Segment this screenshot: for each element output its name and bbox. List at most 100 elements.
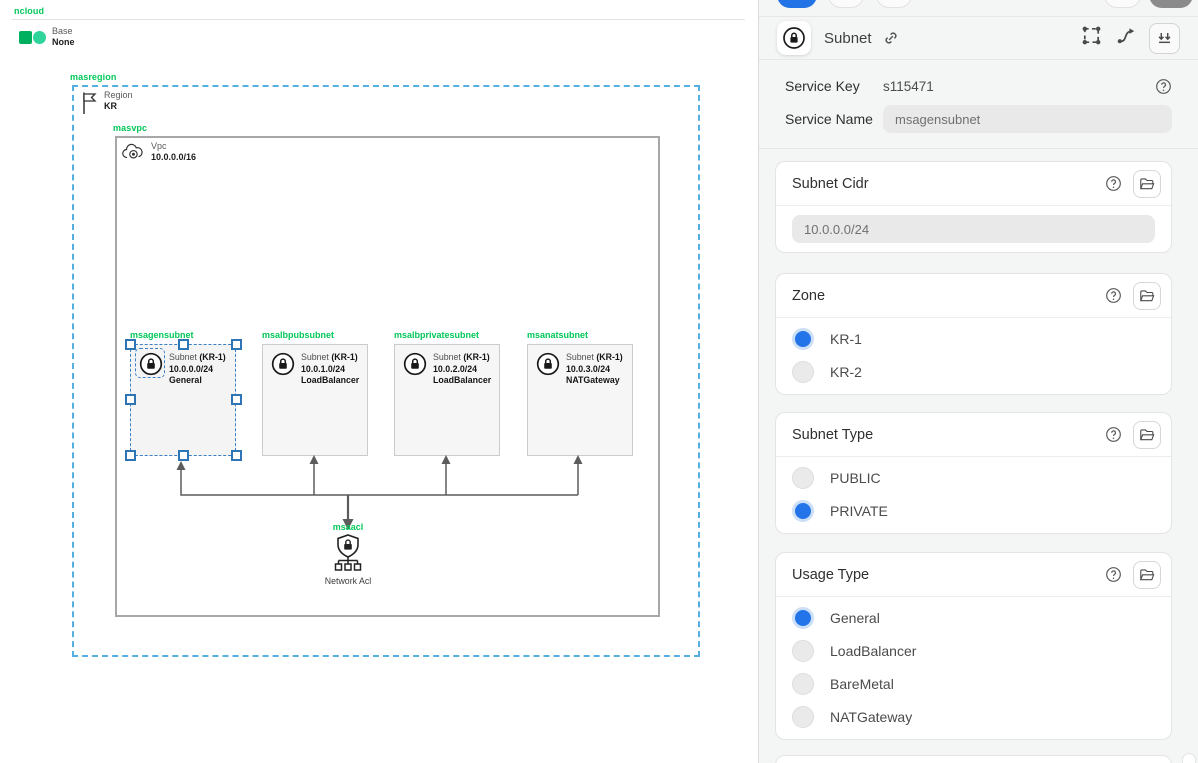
expand-section-button[interactable] bbox=[1133, 169, 1161, 198]
subnet-usage: LoadBalancer bbox=[433, 375, 492, 385]
service-key-label: Service Key bbox=[785, 78, 860, 94]
subnet-group-label: msalbpubsubnet bbox=[262, 330, 335, 340]
radio-unselected-icon[interactable] bbox=[792, 640, 814, 662]
panel-header: Subnet bbox=[759, 17, 1198, 60]
subnet-zone: (KR-1) bbox=[463, 352, 490, 362]
flag-icon bbox=[83, 92, 97, 114]
acl-group-label: msaacl bbox=[332, 522, 364, 532]
subnet-node-msagensubnet[interactable]: msagensubnet Subnet (KR-1) 10.0.0.0/24 G… bbox=[125, 330, 242, 461]
subnet-group-label: msagensubnet bbox=[130, 330, 194, 340]
radio-option-baremetal[interactable]: BareMetal bbox=[792, 672, 1155, 696]
subnet-zone: (KR-1) bbox=[596, 352, 623, 362]
vpc-cloud-icon bbox=[122, 143, 143, 159]
help-icon[interactable] bbox=[1105, 426, 1122, 443]
subnet-node-msalbprivatesubnet[interactable]: msalbprivatesubnet Subnet (KR-1) 10.0.2.… bbox=[394, 330, 500, 456]
radio-unselected-icon[interactable] bbox=[792, 467, 814, 489]
help-icon[interactable] bbox=[1105, 287, 1122, 304]
subnet-cidr: 10.0.0.0/24 bbox=[169, 363, 214, 374]
subnet-zone: (KR-1) bbox=[331, 352, 358, 362]
subnet-cidr: 10.0.1.0/24 bbox=[301, 363, 346, 374]
service-key-value: s115471 bbox=[883, 78, 934, 94]
vpc-node[interactable]: Vpc 10.0.0.0/16 bbox=[121, 141, 196, 163]
toolbar-primary-button[interactable] bbox=[777, 0, 817, 8]
subnet-box[interactable]: Subnet (KR-1) 10.0.0.0/24 General bbox=[130, 344, 236, 456]
subnet-zone: (KR-1) bbox=[199, 352, 226, 362]
radio-unselected-icon[interactable] bbox=[792, 673, 814, 695]
region-type-label: Region bbox=[104, 90, 133, 100]
selection-handle-sw[interactable] bbox=[125, 450, 136, 461]
subnet-node-msalbpubsubnet[interactable]: msalbpubsubnet Subnet (KR-1) 10.0.1.0/24… bbox=[262, 330, 368, 456]
folder-open-icon bbox=[1139, 289, 1155, 301]
marquee-select-icon[interactable] bbox=[1081, 25, 1102, 51]
vpc-type-label: Vpc bbox=[151, 141, 167, 151]
radio-selected-icon[interactable] bbox=[792, 328, 814, 350]
subnet-lock-icon bbox=[536, 352, 560, 376]
help-icon[interactable] bbox=[1105, 175, 1122, 192]
subnet-type-label: Subnet bbox=[169, 352, 197, 362]
radio-option-private[interactable]: PRIVATE bbox=[792, 499, 1155, 523]
selection-handle-e[interactable] bbox=[231, 394, 242, 405]
toolbar-strip bbox=[759, 0, 1198, 17]
expand-section-button[interactable] bbox=[1133, 420, 1161, 449]
collapsed-section-card bbox=[775, 755, 1172, 763]
selection-handle-ne[interactable] bbox=[231, 339, 242, 350]
service-block: Service Key s115471 Service Name msagens… bbox=[759, 60, 1198, 149]
service-name-input[interactable]: msagensubnet bbox=[883, 105, 1172, 133]
acl-caption: Network Acl bbox=[324, 576, 372, 586]
selection-handle-n[interactable] bbox=[178, 339, 189, 350]
service-key-row: Service Key s115471 bbox=[785, 73, 1172, 99]
radio-unselected-icon[interactable] bbox=[792, 361, 814, 383]
node-type-button[interactable] bbox=[777, 21, 811, 55]
network-acl-icon bbox=[331, 533, 365, 573]
panel-corner-fragment bbox=[1182, 753, 1196, 763]
subnet-cidr-input[interactable]: 10.0.0.0/24 bbox=[792, 215, 1155, 243]
section-card-subnet-type: Subnet Type bbox=[775, 412, 1172, 534]
radio-option-loadbalancer[interactable]: LoadBalancer bbox=[792, 639, 1155, 663]
subnet-box[interactable]: Subnet (KR-1) 10.0.2.0/24 LoadBalancer bbox=[394, 344, 500, 456]
radio-selected-icon[interactable] bbox=[792, 500, 814, 522]
subnet-cidr: 10.0.2.0/24 bbox=[433, 363, 478, 374]
radio-option-natgateway[interactable]: NATGateway bbox=[792, 705, 1155, 729]
selection-handle-nw[interactable] bbox=[125, 339, 136, 350]
radio-selected-icon[interactable] bbox=[792, 607, 814, 629]
subnet-node-msanatsubnet[interactable]: msanatsubnet Subnet (KR-1) 10.0.3.0/24 N… bbox=[527, 330, 633, 456]
radio-option-public[interactable]: PUBLIC bbox=[792, 466, 1155, 490]
diagram-canvas[interactable]: ncloud Base None masregion Region KR mas… bbox=[0, 0, 758, 763]
radio-option-kr1[interactable]: KR-1 bbox=[792, 327, 1155, 351]
expand-section-button[interactable] bbox=[1133, 560, 1161, 589]
help-icon[interactable] bbox=[1155, 78, 1172, 95]
collapse-all-button[interactable] bbox=[1149, 22, 1180, 54]
radio-option-general[interactable]: General bbox=[792, 606, 1155, 630]
toolbar-button-4[interactable] bbox=[1149, 0, 1193, 8]
radio-option-kr2[interactable]: KR-2 bbox=[792, 360, 1155, 384]
toolbar-button-1[interactable] bbox=[828, 0, 864, 8]
subnet-cidr: 10.0.3.0/24 bbox=[566, 363, 611, 374]
subnet-type-label: Subnet bbox=[301, 352, 329, 362]
selection-handle-w[interactable] bbox=[125, 394, 136, 405]
subnet-box[interactable]: Subnet (KR-1) 10.0.3.0/24 NATGateway bbox=[527, 344, 633, 456]
region-group-box[interactable] bbox=[72, 85, 700, 657]
toolbar-button-3[interactable] bbox=[1104, 0, 1141, 8]
section-title: Usage Type bbox=[792, 566, 870, 583]
subnet-cidr-value: 10.0.0.0/24 bbox=[804, 221, 870, 237]
section-card-zone: Zone bbox=[775, 273, 1172, 395]
help-icon[interactable] bbox=[1105, 566, 1122, 583]
section-title: Zone bbox=[792, 287, 826, 304]
section-title: Subnet Type bbox=[792, 426, 874, 443]
subnet-lock-icon bbox=[139, 352, 163, 376]
subnet-lock-icon bbox=[403, 352, 427, 376]
region-node[interactable]: Region KR bbox=[80, 90, 133, 116]
subnet-type-label: Subnet bbox=[566, 352, 594, 362]
expand-section-button[interactable] bbox=[1133, 281, 1161, 310]
subnet-box[interactable]: Subnet (KR-1) 10.0.1.0/24 LoadBalancer bbox=[262, 344, 368, 456]
root-group-label: ncloud bbox=[14, 6, 45, 16]
subnet-usage: LoadBalancer bbox=[301, 375, 360, 385]
selection-handle-se[interactable] bbox=[231, 450, 242, 461]
toolbar-button-2[interactable] bbox=[876, 0, 912, 8]
link-icon[interactable] bbox=[882, 29, 900, 47]
connector-arrow-icon[interactable] bbox=[1115, 25, 1136, 51]
network-acl-node[interactable]: msaacl Network Acl bbox=[308, 522, 388, 586]
radio-unselected-icon[interactable] bbox=[792, 706, 814, 728]
folder-open-icon bbox=[1139, 568, 1155, 580]
selection-handle-s[interactable] bbox=[178, 450, 189, 461]
